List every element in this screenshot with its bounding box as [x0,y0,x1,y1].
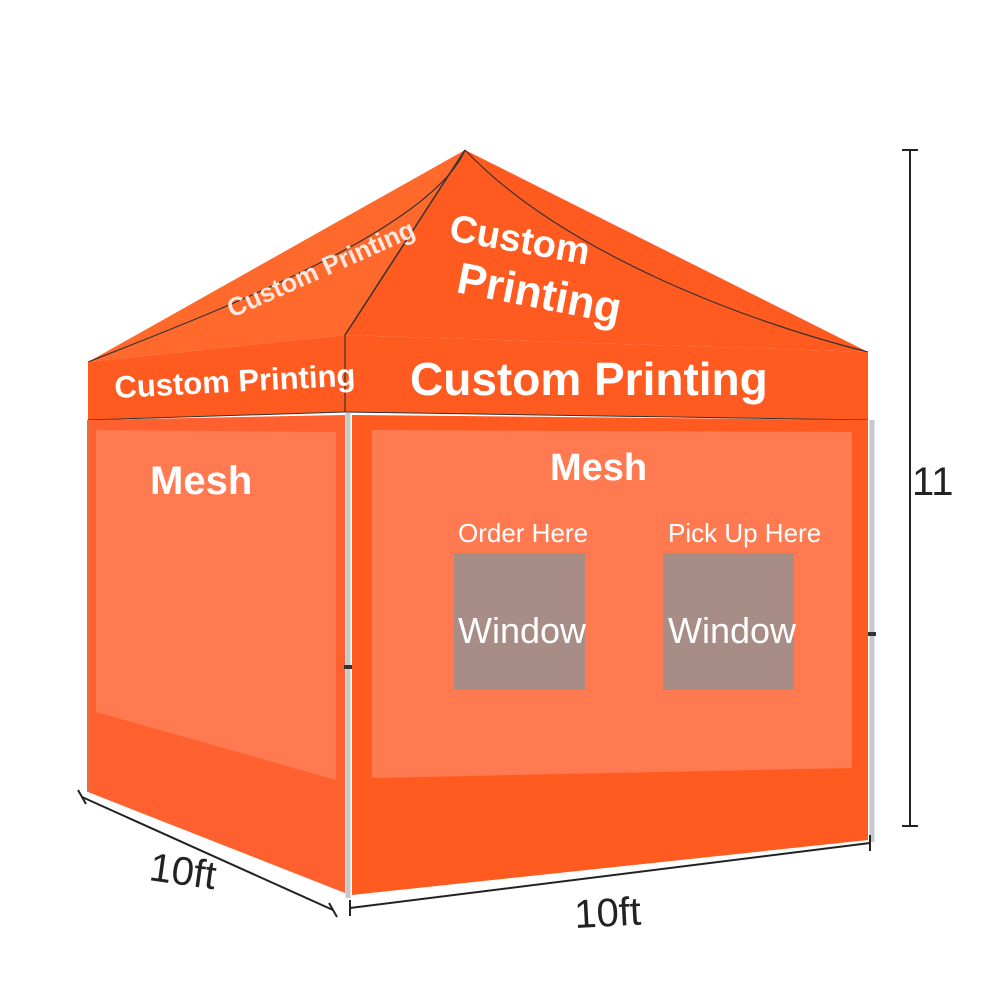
valance-left [88,335,345,420]
valance-bottom-edge [87,411,346,421]
left-wall-mesh [96,430,336,780]
front-wall-mesh-label: Mesh [550,447,647,489]
window-left-text: Window [458,610,587,651]
front-wall-mesh [372,430,852,778]
dimensions: 10ft 10ft 11 [77,149,954,937]
valance-front-text: Custom Printing [410,353,768,405]
leg-clip-2 [868,632,876,636]
height-dimension-label: 11 [912,460,954,504]
window-right-text: Window [668,610,797,651]
valance-front [345,335,868,420]
front-wall: Mesh Order Here Window Pick Up Here Wind… [352,415,868,895]
roof-outline [87,149,869,363]
order-window [454,553,585,690]
left-wall-mesh-label: Mesh [150,459,252,503]
window-left-label: Order Here [458,518,588,548]
roof-left-panel [88,150,465,362]
depth-dimension-tick-b [328,902,338,918]
leg-clip-1 [344,665,352,669]
pickup-window [663,553,794,690]
left-wall: Mesh [88,415,345,893]
roof-front-panel [345,150,868,352]
depth-dimension-tick-a [77,789,87,805]
valance-bottom-edge-front [344,411,869,421]
roof-ridge-edge [344,149,466,336]
frame-legs [87,413,876,898]
width-dimension-line [349,842,871,909]
valance: Custom Printing Custom Printing [87,335,869,421]
roof: Custom Printing Custom Printing [87,149,869,363]
depth-dimension-line [81,796,334,911]
depth-dimension-label: 10ft [147,845,219,898]
window-right-label: Pick Up Here [668,518,821,548]
width-dimension-label: 10ft [573,890,642,937]
